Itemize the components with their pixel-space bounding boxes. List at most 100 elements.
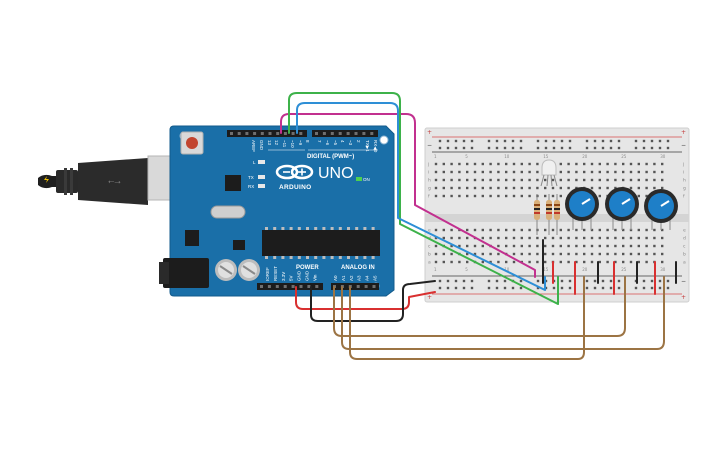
- row-letter: b: [428, 252, 431, 258]
- column-number: 1: [434, 267, 437, 272]
- analog-pin-header: [331, 283, 379, 290]
- column-number: 30: [660, 267, 666, 272]
- column-number: 5: [465, 267, 468, 272]
- analog-pin-label: A5: [373, 275, 378, 281]
- row-letter: g: [683, 187, 686, 192]
- analog-in-label: ANALOG IN: [341, 265, 375, 271]
- arduino-logo-text: ARDUINO: [279, 184, 311, 191]
- led-tx: [258, 175, 265, 179]
- green-wire: [288, 92, 559, 305]
- analog-pin-label: A3: [357, 275, 362, 281]
- column-number: 10: [504, 267, 510, 272]
- resistor: [554, 194, 560, 235]
- column-number: 20: [582, 154, 588, 159]
- potentiometer[interactable]: [565, 187, 599, 230]
- digital-pin-label: ~5: [333, 140, 338, 146]
- column-number: 25: [621, 154, 627, 159]
- reset-button[interactable]: [180, 131, 204, 155]
- arduino-uno-board: ⭠⭢: [38, 125, 395, 297]
- svg-text:⭠⭢: ⭠⭢: [108, 177, 121, 186]
- row-letter: h: [683, 178, 686, 184]
- arduino-logo: [275, 164, 314, 180]
- digital-pin-label: 13: [267, 140, 272, 146]
- row-letter: g: [428, 187, 431, 192]
- brown-wire-a2: [349, 276, 585, 360]
- row-letter: f: [428, 194, 430, 200]
- row-letter: c: [428, 245, 431, 250]
- on-led-label: ON: [363, 177, 370, 182]
- lightning-icon: [44, 176, 49, 183]
- dc-power-jack: [159, 258, 209, 288]
- power-pin-label: 3.3V: [281, 272, 286, 281]
- magenta-wire: [280, 113, 536, 278]
- digital-pin-label: 7: [317, 140, 322, 143]
- power-pin-label: GND: [297, 270, 302, 281]
- row-letter: b: [683, 252, 686, 258]
- row-letter: j: [682, 162, 684, 168]
- capacitor: [215, 259, 237, 281]
- atmega-microcontroller-chip: [262, 227, 380, 259]
- digital-pin-label: 8: [305, 140, 310, 143]
- brown-wire-a1: [341, 276, 665, 350]
- row-letter: a: [428, 261, 431, 266]
- gnd-label: GND: [259, 140, 264, 151]
- potentiometer[interactable]: [644, 189, 678, 230]
- row-letter: e: [428, 229, 431, 234]
- led-rx-label: RX: [248, 184, 254, 189]
- digital-pin-header: [227, 130, 378, 137]
- column-number: 25: [621, 267, 627, 272]
- power-pin-label: Vin: [312, 274, 317, 281]
- digital-pin-label: 12: [274, 140, 279, 146]
- svg-text:+: +: [681, 129, 686, 136]
- column-number: 20: [582, 267, 588, 272]
- analog-pin-label: A0: [333, 275, 338, 281]
- svg-text:−: −: [681, 142, 686, 149]
- digital-pin-label: ~3: [348, 140, 353, 146]
- svg-text:+: +: [681, 294, 686, 301]
- digital-pin-label: TX▶1: [365, 140, 370, 152]
- digital-pin-label: 2: [356, 140, 361, 143]
- svg-text:−: −: [681, 278, 686, 285]
- power-pin-label: RESET: [273, 266, 278, 281]
- crystal-oscillator: [210, 205, 246, 219]
- row-letter: f: [683, 194, 685, 200]
- brown-wire-a0: [333, 276, 626, 337]
- led-rx: [258, 184, 265, 188]
- potentiometer[interactable]: [605, 187, 639, 230]
- power-pin-label: 5V: [289, 275, 294, 281]
- power-pin-header: [257, 283, 323, 290]
- row-letter: i: [428, 170, 429, 176]
- row-letter: d: [683, 236, 686, 242]
- analog-pin-label: A4: [365, 275, 370, 281]
- resistor: [546, 194, 552, 235]
- power-led: [356, 177, 362, 181]
- analog-pin-label: A2: [349, 275, 354, 281]
- power-pin-label: IOREF: [265, 267, 270, 281]
- svg-text:−: −: [427, 142, 432, 149]
- digital-pin-label: RX◀0: [373, 140, 378, 153]
- column-number: 15: [543, 154, 549, 159]
- power-pin-label: GND: [305, 270, 310, 281]
- usb-chip: [225, 175, 241, 191]
- column-number: 15: [543, 267, 549, 272]
- blue-wire: [296, 102, 546, 291]
- digital-pin-label: ~10: [290, 140, 295, 148]
- digital-pin-label: ~6: [325, 140, 330, 146]
- digital-pin-label: ~9: [298, 140, 303, 146]
- small-chip: [233, 240, 245, 250]
- digital-pin-label: 4: [340, 140, 345, 143]
- column-number: 5: [465, 154, 468, 159]
- rgb-led: [540, 159, 558, 187]
- aref-label: AREF: [251, 140, 256, 152]
- regulator-chip: [185, 230, 199, 246]
- black-ground-wire: [310, 280, 436, 322]
- column-number: 30: [660, 154, 666, 159]
- row-letter: h: [428, 178, 431, 184]
- analog-pin-label: A1: [341, 275, 346, 281]
- column-number: 1: [434, 154, 437, 159]
- capacitor: [238, 259, 260, 281]
- led-l-label: L: [253, 160, 256, 165]
- power-label: POWER: [296, 265, 319, 271]
- board-model-text: UNO: [318, 165, 354, 182]
